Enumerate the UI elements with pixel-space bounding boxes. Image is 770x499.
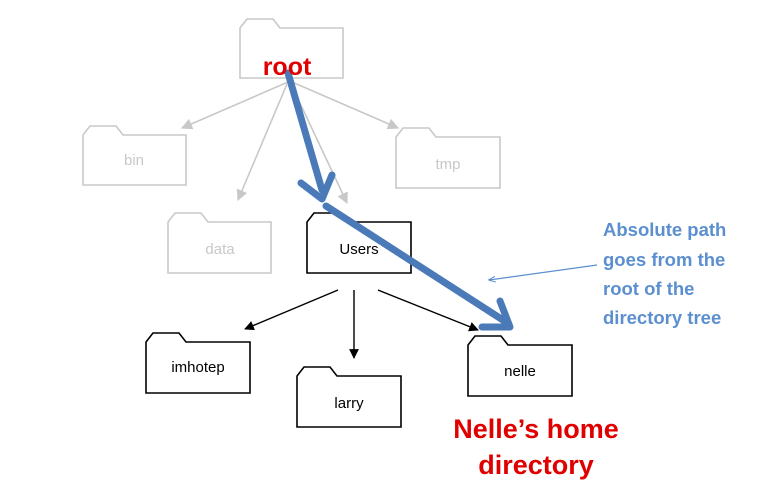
- path-arrowhead-users: [297, 171, 336, 203]
- folder-label-users: Users: [339, 241, 378, 258]
- folder-larry[interactable]: larry: [296, 366, 402, 428]
- home-directory-line: directory: [478, 450, 594, 480]
- folder-icon: [145, 332, 251, 394]
- folder-nelle[interactable]: nelle: [467, 335, 573, 397]
- folder-icon: [82, 125, 187, 186]
- folder-icon: [167, 212, 272, 274]
- root-connectors: [180, 81, 400, 205]
- folder-data[interactable]: data: [167, 212, 272, 274]
- annotation-line: root of the: [603, 278, 694, 299]
- folder-label-imhotep: imhotep: [171, 359, 224, 376]
- connector-users-nelle: [377, 289, 479, 332]
- folder-bin[interactable]: bin: [82, 125, 187, 186]
- annotation-pointer: [489, 264, 598, 280]
- connector-root-tmp: [291, 81, 400, 130]
- path-segment-root-users: [284, 69, 326, 194]
- path-segment-users-nelle: [322, 202, 510, 326]
- folder-label-nelle: nelle: [504, 363, 536, 380]
- folder-users[interactable]: Users: [306, 212, 412, 274]
- connector-root-data: [236, 83, 288, 202]
- home-directory-line: Nelle’s home: [453, 414, 619, 444]
- annotation-line: directory tree: [603, 307, 721, 328]
- connector-users-imhotep: [244, 289, 339, 331]
- annotation-line: Absolute path: [603, 219, 726, 240]
- home-directory-annotation: Nelle’s home directory: [453, 414, 619, 480]
- absolute-path-arrow: [284, 69, 514, 331]
- folder-icon: [296, 366, 402, 428]
- folder-icon: [306, 212, 412, 274]
- folder-tmp[interactable]: tmp: [395, 127, 501, 189]
- folder-imhotep[interactable]: imhotep: [145, 332, 251, 394]
- root-label: root: [263, 53, 312, 81]
- folder-icon: [395, 127, 501, 189]
- absolute-path-annotation: Absolute path goes from the root of the …: [603, 219, 726, 328]
- annotation-line: goes from the: [603, 249, 725, 270]
- connector-root-bin: [180, 81, 289, 130]
- folder-label-tmp: tmp: [435, 156, 460, 173]
- folder-icon: [239, 18, 344, 79]
- path-arrowhead-nelle: [478, 297, 514, 331]
- folder-root[interactable]: [239, 18, 344, 79]
- folder-icon: [467, 335, 573, 397]
- folder-label-data: data: [205, 241, 235, 258]
- folder-label-bin: bin: [124, 152, 144, 169]
- folder-label-larry: larry: [334, 395, 364, 412]
- users-connectors: [244, 289, 479, 359]
